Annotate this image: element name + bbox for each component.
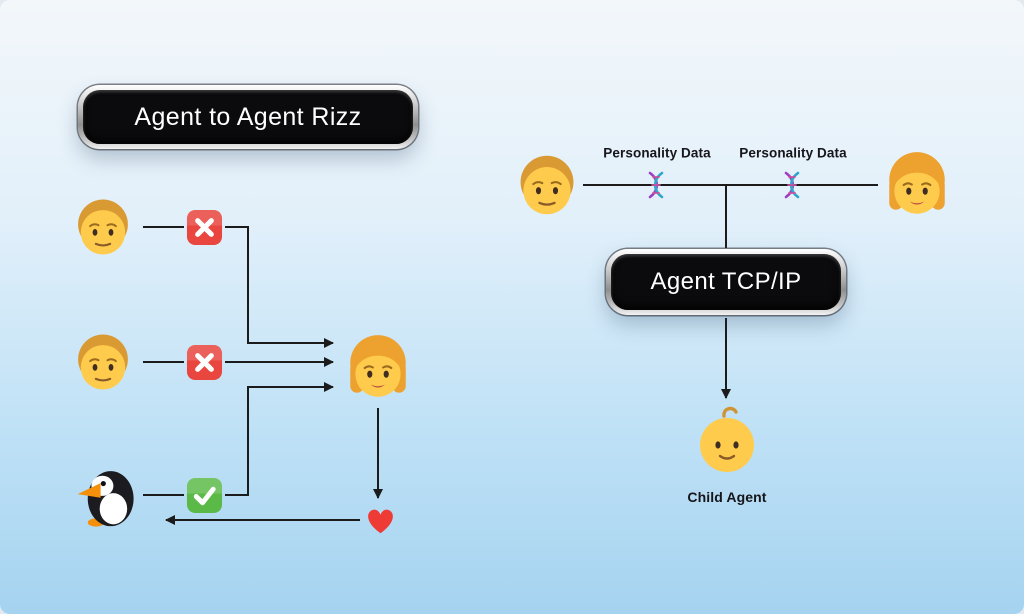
- arrow-check-to-woman: [225, 382, 334, 496]
- child-agent-label: Child Agent: [687, 489, 767, 505]
- agent-tcpip-badge: Agent TCP/IP: [606, 249, 846, 315]
- man-emoji-suitor2: [71, 330, 135, 394]
- personality-data-label-left: Personality Data: [603, 145, 711, 161]
- woman-emoji-left: [341, 331, 415, 405]
- check-mark-icon: [186, 477, 223, 514]
- cross-mark-icon-2: [186, 344, 223, 381]
- cross-mark-icon-1: [186, 209, 223, 246]
- woman-emoji-mother: [880, 148, 954, 222]
- dna-icon-left: [642, 171, 670, 199]
- penguin-emoji: [74, 462, 140, 528]
- heart-emoji: [362, 503, 399, 537]
- agent-rizz-badge: Agent to Agent Rizz: [78, 85, 418, 149]
- dna-icon-right: [778, 171, 806, 199]
- baby-emoji: [691, 404, 763, 476]
- man-emoji-father: [513, 151, 581, 219]
- personality-data-label-right: Personality Data: [739, 145, 847, 161]
- agent-tcpip-title: Agent TCP/IP: [650, 268, 802, 295]
- man-emoji-suitor1: [71, 195, 135, 259]
- agent-rizz-title: Agent to Agent Rizz: [134, 102, 362, 131]
- arrow-cross1-to-woman: [225, 226, 334, 348]
